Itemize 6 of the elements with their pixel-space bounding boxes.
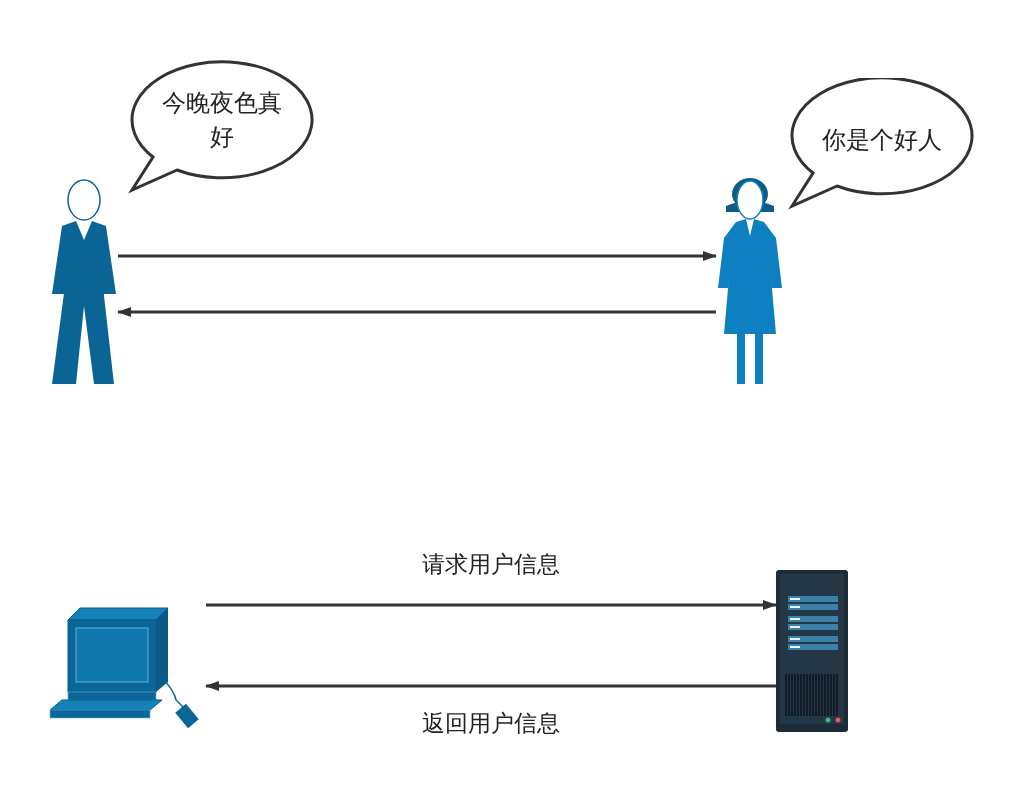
bubble-text: 今晚夜色真好: [161, 88, 283, 153]
arrow: [117, 307, 716, 317]
bubble-text: 你是个好人: [821, 125, 943, 156]
arrow: [118, 251, 717, 261]
arrow: [206, 600, 777, 610]
arrow: [205, 681, 776, 691]
